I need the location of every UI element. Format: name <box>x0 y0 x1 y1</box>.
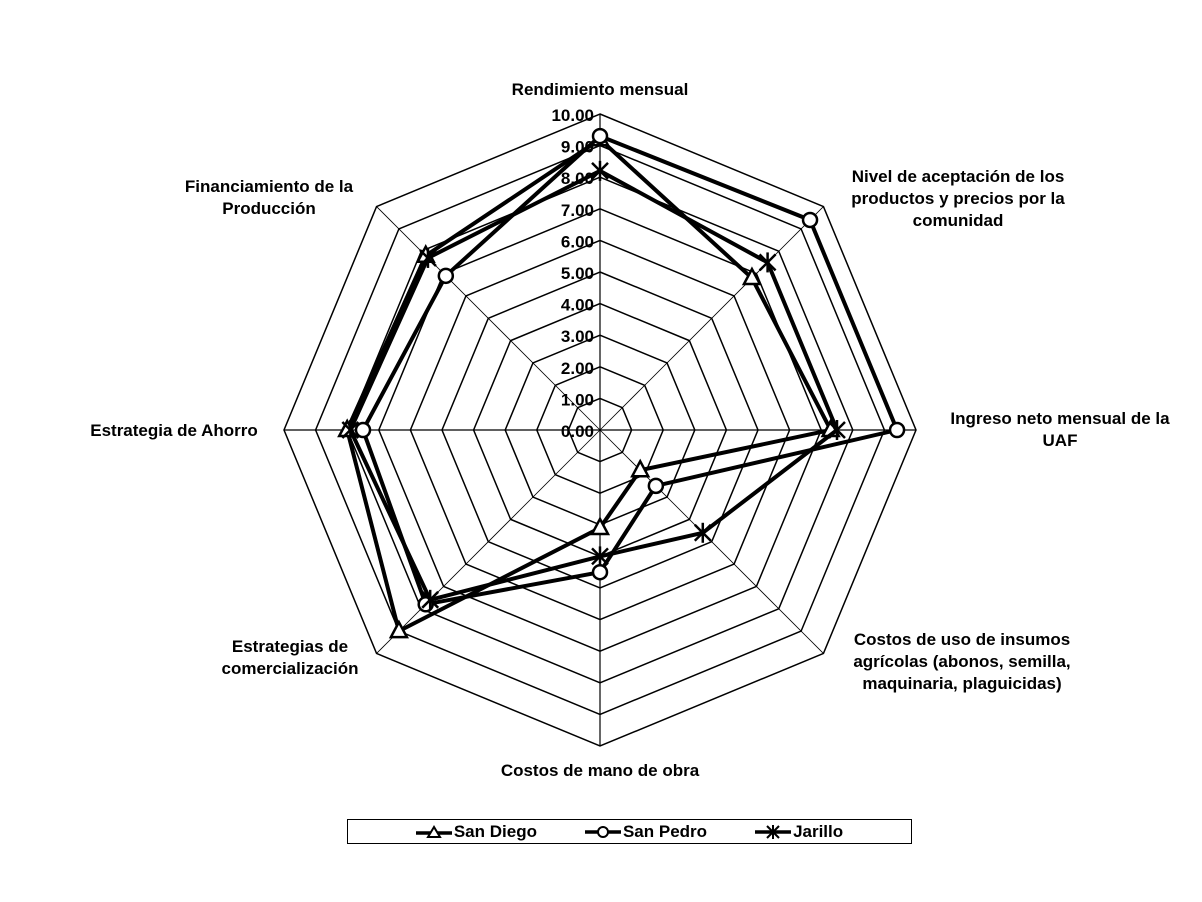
star-marker-icon <box>341 420 360 440</box>
triangle-marker-icon <box>630 458 651 478</box>
radial-tick-labels: 0.00 1.00 2.00 3.00 4.00 5.00 6.00 7.00 8.00 9.00… <box>551 106 594 441</box>
legend-label: San Pedro <box>622 821 708 841</box>
legend-item-san-pedro: San Pedro <box>584 821 708 842</box>
tick-label: 5.00 <box>561 264 594 283</box>
tick-label: 7.00 <box>561 201 594 220</box>
circle-marker-icon <box>591 127 609 145</box>
tick-label: 1.00 <box>561 390 594 409</box>
star-marker-icon <box>693 522 712 543</box>
spoke-line <box>599 206 824 431</box>
tick-label: 10.00 <box>551 106 594 125</box>
axis-label-rendimiento: Rendimiento mensual <box>511 80 689 99</box>
axis-label-costos-insumos: Costos de uso de insumos agrícolas (abon… <box>853 630 1071 693</box>
circle-marker-icon <box>647 477 665 495</box>
star-marker-icon <box>755 824 792 839</box>
axis-label-estrategias-comercializacion: Estrategias de comercialización <box>221 637 359 678</box>
triangle-marker-icon <box>741 266 763 286</box>
chart-legend: San Diego San Pedro Jarillo <box>347 819 912 844</box>
tick-label: 3.00 <box>561 327 594 346</box>
spoke-line <box>376 429 601 654</box>
tick-label: 4.00 <box>561 296 594 315</box>
star-marker-icon <box>419 247 437 268</box>
star-marker-icon <box>591 546 609 567</box>
tick-label: 8.00 <box>561 169 594 188</box>
star-marker-icon <box>421 589 440 610</box>
circle-marker-icon <box>354 421 372 439</box>
legend-label: Jarillo <box>793 821 844 841</box>
axis-label-estrategia-ahorro: Estrategia de Ahorro <box>90 421 258 440</box>
triangle-marker-icon <box>415 824 452 838</box>
legend-item-jarillo: Jarillo <box>755 822 843 842</box>
circle-marker-icon <box>591 563 609 581</box>
spoke-line <box>376 206 601 431</box>
tick-label: 6.00 <box>561 232 594 251</box>
series-jarillo <box>341 160 846 610</box>
tick-label: 2.00 <box>561 359 594 378</box>
circle-marker-icon <box>888 421 906 439</box>
axis-label-ingreso-neto: Ingreso neto mensual de la UAF <box>950 409 1170 450</box>
triangle-marker-icon <box>388 619 409 639</box>
axis-label-costos-mano-obra: Costos de mano de obra <box>500 761 700 780</box>
legend-item-san-diego: San Diego <box>415 821 537 842</box>
triangle-marker-icon <box>589 516 611 536</box>
data-series <box>337 127 906 639</box>
radar-grid <box>283 113 917 747</box>
axis-label-nivel-aceptacion: Nivel de aceptación de los productos y p… <box>851 167 1065 230</box>
star-marker-icon <box>828 420 846 440</box>
circle-marker-icon <box>584 825 621 838</box>
legend-label: San Diego <box>453 821 537 841</box>
star-marker-icon <box>591 160 609 181</box>
circle-marker-icon <box>801 211 819 229</box>
star-marker-icon <box>758 252 777 273</box>
tick-label: 0.00 <box>561 422 594 441</box>
circle-marker-icon <box>437 267 455 285</box>
tick-label: 9.00 <box>561 138 594 157</box>
axis-label-financiamiento: Financiamiento de la Producción <box>184 177 354 218</box>
